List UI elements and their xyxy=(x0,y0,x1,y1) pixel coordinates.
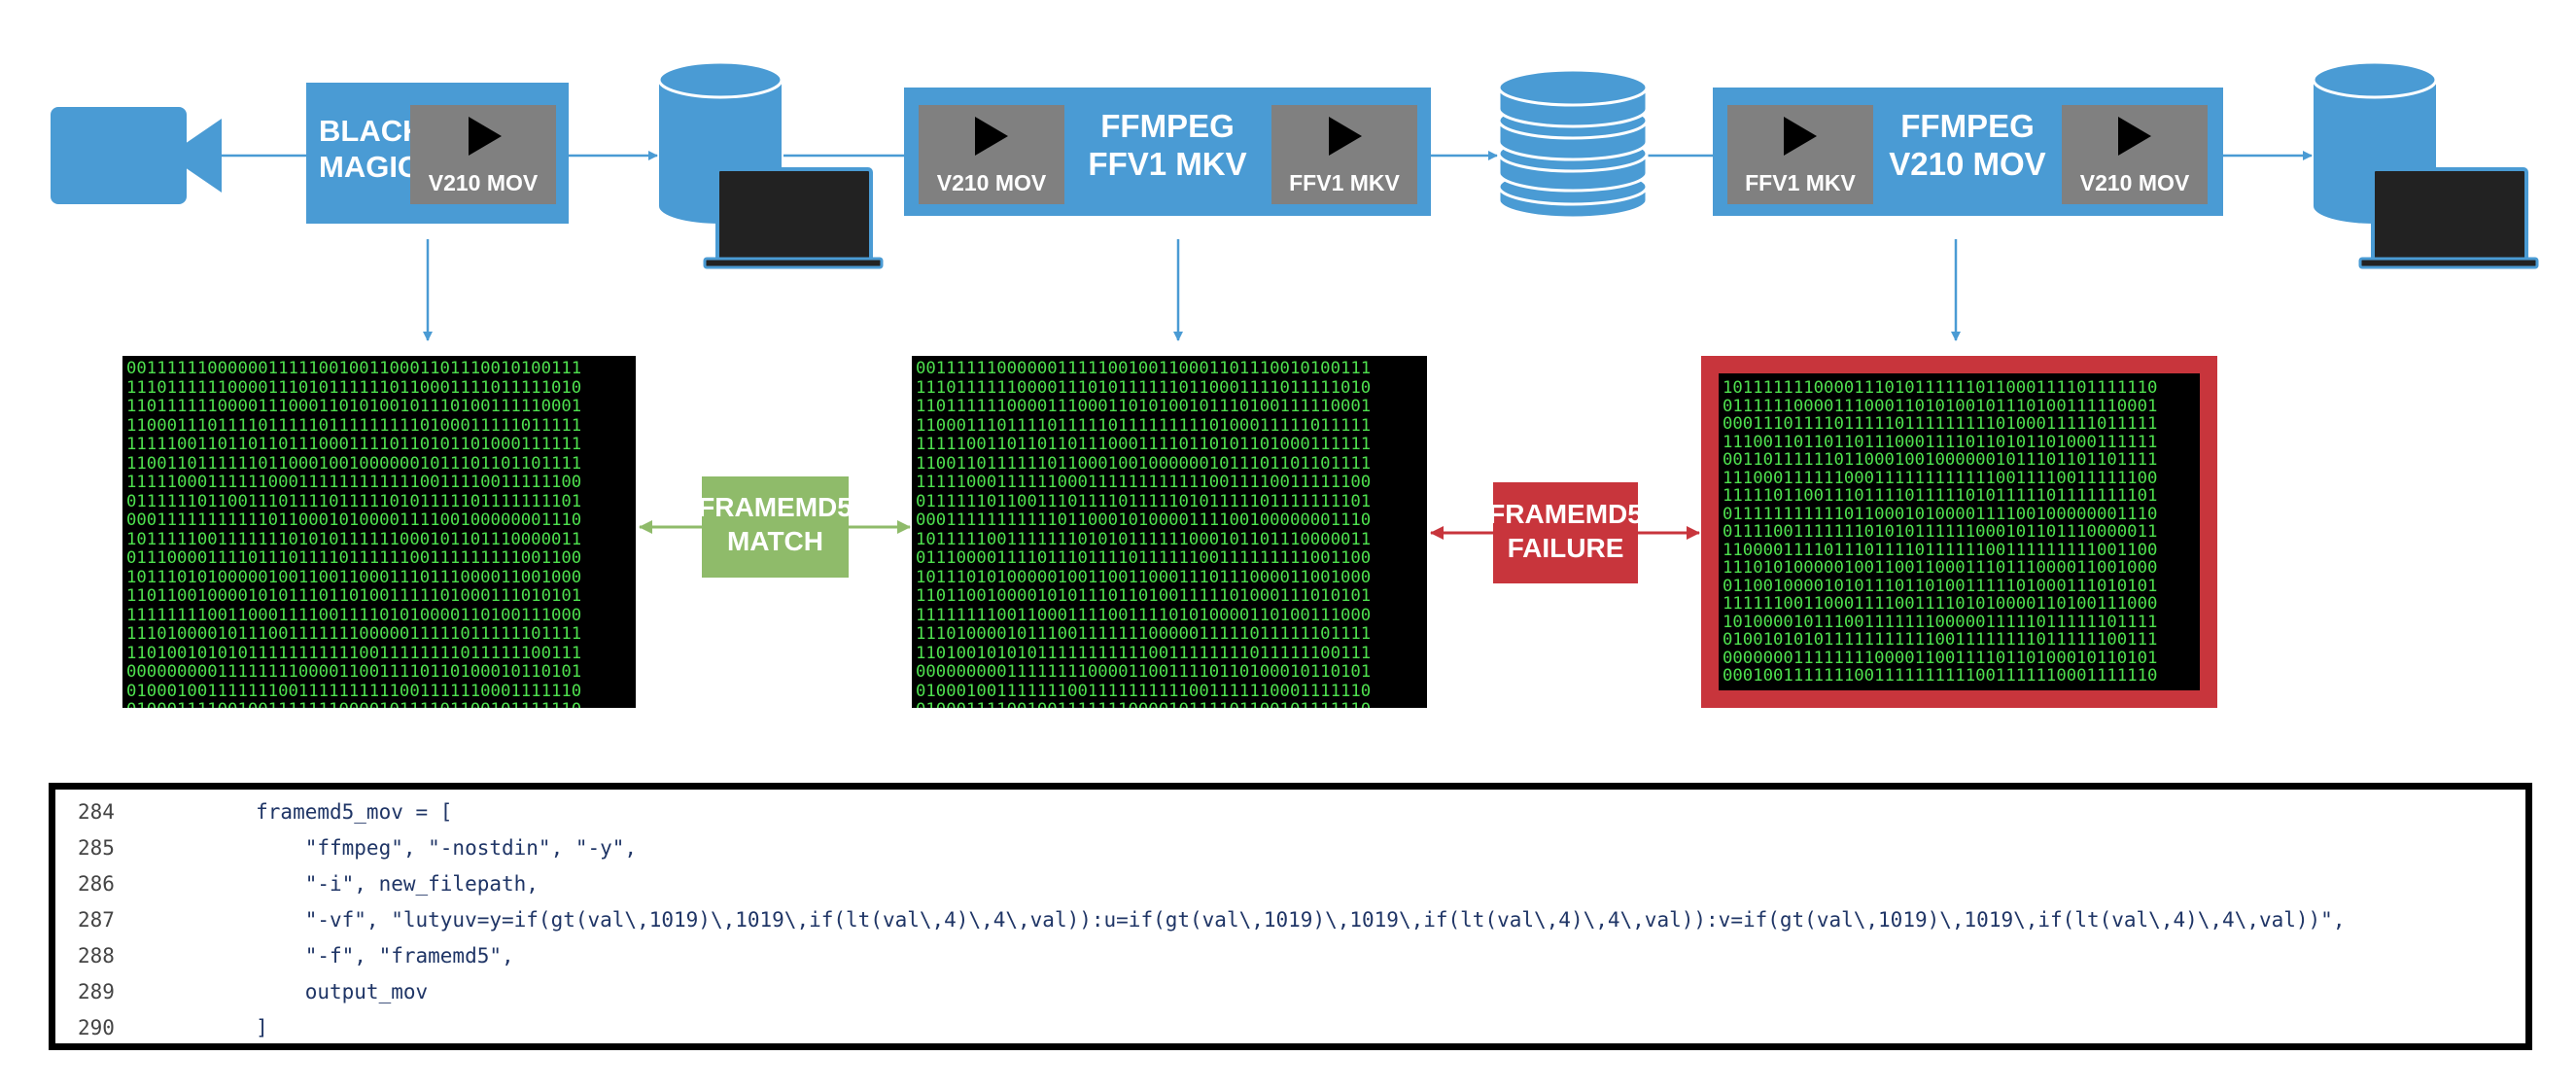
line-number: 290 xyxy=(78,1015,115,1039)
play-icon xyxy=(1784,117,1817,156)
line-number: 285 xyxy=(78,835,115,860)
code-line: 284 framemd5_mov = [ xyxy=(55,793,452,829)
code-line: 285 "ffmpeg", "-nostdin", "-y", xyxy=(55,829,637,865)
line-number: 287 xyxy=(78,907,115,932)
failure-line2: FAILURE xyxy=(1508,533,1624,563)
code-text: "ffmpeg", "-nostdin", "-y", xyxy=(157,835,638,860)
framemd5-failure-badge: FRAMEMD5 FAILURE xyxy=(1488,482,1643,583)
decode-right-label: V210 MOV xyxy=(2080,170,2190,195)
decode-left-label: FFV1 MKV xyxy=(1745,170,1856,195)
code-text: "-vf", "lutyuv=y=if(gt(val\,1019)\,1019\… xyxy=(157,907,2346,932)
play-icon xyxy=(1329,117,1362,156)
code-line: 286 "-i", new_filepath, xyxy=(55,865,539,901)
encode-right-label: FFV1 MKV xyxy=(1289,170,1400,195)
encode-left-label: V210 MOV xyxy=(937,170,1047,195)
source-binary-text: 0011111100000011111001001100011011100101… xyxy=(126,359,582,708)
match-line1: FRAMEMD5 xyxy=(698,492,853,522)
encode-title-line2: FFV1 MKV xyxy=(1088,146,1246,182)
blackmagic-title-line2: MAGIC xyxy=(319,150,419,184)
code-line: 288 "-f", "framemd5", xyxy=(55,937,514,973)
decode-title-line2: V210 MOV xyxy=(1889,146,2045,182)
encode-title-line1: FFMPEG xyxy=(1100,108,1235,144)
ffmpeg-decode-stage: FFV1 MKV FFMPEG V210 MOV V210 MOV xyxy=(1713,88,2223,216)
code-text: ] xyxy=(157,1015,268,1039)
failure-line1: FRAMEMD5 xyxy=(1488,499,1643,529)
code-block: 284 framemd5_mov = [ 285 "ffmpeg", "-nos… xyxy=(49,783,2532,1050)
code-text: "-f", "framemd5", xyxy=(157,943,514,968)
line-number: 284 xyxy=(78,799,115,824)
code-text: "-i", new_filepath, xyxy=(157,871,539,896)
line-number: 286 xyxy=(78,871,115,896)
code-line: 290 ] xyxy=(55,1009,268,1045)
play-icon xyxy=(469,117,502,156)
play-icon xyxy=(2118,117,2151,156)
match-line2: MATCH xyxy=(727,526,823,556)
ffmpeg-encode-stage: V210 MOV FFMPEG FFV1 MKV FFV1 MKV xyxy=(904,88,1431,216)
flow-connectors xyxy=(222,151,2313,341)
line-number: 289 xyxy=(78,979,115,1003)
framemd5-match-badge: FRAMEMD5 MATCH xyxy=(698,476,853,578)
video-camera-icon xyxy=(51,107,222,204)
play-icon xyxy=(975,117,1008,156)
copy-binary-panel: 0011111100000011111001001100011011100101… xyxy=(912,356,1427,708)
code-text: output_mov xyxy=(157,979,429,1003)
laptop-icon xyxy=(2358,167,2539,269)
laptop-icon xyxy=(703,167,884,269)
failure-binary-text: 1011111110000111010111111011000111101111… xyxy=(1723,378,2158,686)
blackmagic-player-label: V210 MOV xyxy=(429,170,539,195)
blackmagic-stage: BLACK MAGIC V210 MOV xyxy=(306,83,569,224)
failure-binary-panel: 1011111110000111010111111011000111101111… xyxy=(1701,356,2217,708)
code-text: framemd5_mov = [ xyxy=(157,799,453,824)
source-binary-panel: 0011111100000011111001001100011011100101… xyxy=(122,356,636,708)
line-number: 288 xyxy=(78,943,115,968)
decode-title-line1: FFMPEG xyxy=(1900,108,2035,144)
copy-binary-text: 0011111100000011111001001100011011100101… xyxy=(916,359,1372,708)
workflow-diagram: BLACK MAGIC V210 MOV V210 MOV FFMPEG FFV… xyxy=(51,60,2539,583)
server-stack-icon xyxy=(1497,68,1649,220)
blackmagic-title-line1: BLACK xyxy=(319,114,425,148)
code-line: 287 "-vf", "lutyuv=y=if(gt(val\,1019)\,1… xyxy=(55,901,2345,937)
code-line: 289 output_mov xyxy=(55,973,428,1009)
